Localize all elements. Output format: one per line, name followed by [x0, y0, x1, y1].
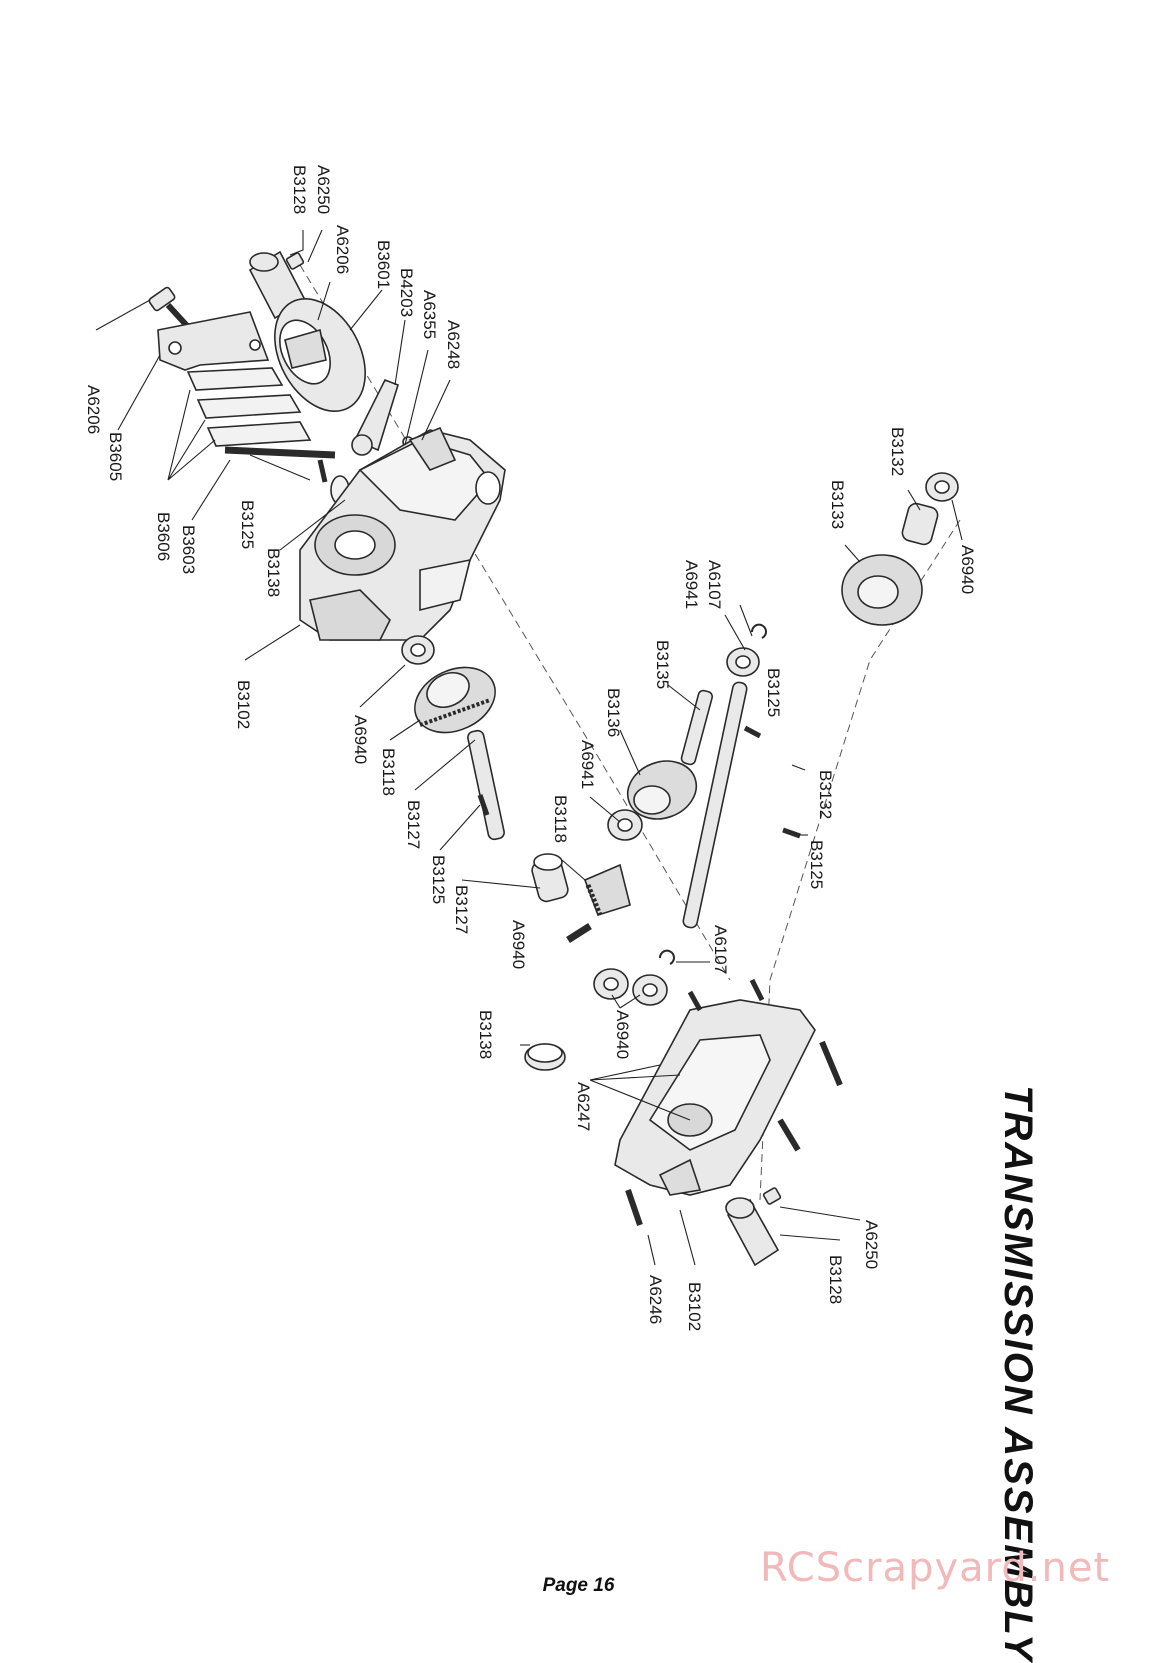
spur-bushing: [901, 502, 939, 546]
part-label: B3118: [551, 795, 570, 843]
leader-lines: [95, 229, 963, 1266]
watermark: RCScrapyard.net: [760, 1545, 1111, 1591]
slipper-plates: [186, 367, 312, 447]
bushing: [531, 853, 569, 903]
part-label: B4203: [397, 268, 416, 317]
outdrive-cup-bottom: [725, 1187, 782, 1267]
part-label: B3128: [290, 165, 309, 214]
part-label: A6355: [420, 290, 439, 339]
slipper-shaft: [224, 446, 336, 459]
part-label-group: A6250 B3128 A6206 B3601 B4203 A6355 A624…: [84, 165, 977, 1331]
part-label: A6940: [509, 920, 528, 969]
part-label: B3135: [653, 640, 672, 689]
motor-mount: [157, 311, 270, 371]
part-label: B3133: [828, 480, 847, 529]
parts-drawing: [148, 250, 961, 1267]
bearing-a6941-upper: [726, 647, 760, 677]
idler-gear: [626, 760, 698, 820]
part-label: B3127: [404, 800, 423, 849]
pinion-shaft: [467, 729, 505, 841]
main-shaft: [682, 681, 748, 929]
part-label: A6940: [958, 545, 977, 594]
part-label: B3125: [807, 840, 826, 889]
upper-transmission-case: [299, 426, 506, 641]
part-label: A6247: [574, 1082, 593, 1131]
bearing-right: [925, 472, 959, 502]
part-label: A6206: [84, 385, 103, 434]
part-label: B3125: [429, 855, 448, 904]
lower-transmission-case: [614, 999, 816, 1196]
part-label: A6107: [705, 560, 724, 609]
part-label: A6250: [314, 165, 333, 214]
part-label: A6941: [682, 560, 701, 609]
part-label: B3127: [452, 885, 471, 934]
part-label: B3118: [379, 748, 398, 796]
spur-disc: [274, 297, 366, 413]
idler-shaft: [680, 689, 714, 766]
part-label: A6206: [333, 225, 352, 274]
bearing-a6941: [607, 809, 643, 841]
part-label: B3138: [476, 1010, 495, 1059]
part-label: B3605: [106, 432, 125, 481]
part-label: A6940: [351, 715, 370, 764]
bearing-upper: [401, 635, 435, 665]
part-label: B3125: [764, 668, 783, 717]
spur-gear: [841, 554, 923, 626]
bevel-gear-small: [583, 863, 631, 916]
part-label: A6246: [646, 1275, 665, 1324]
part-label: B3102: [685, 1282, 704, 1331]
part-label: B3132: [816, 770, 835, 819]
part-label: B3138: [264, 548, 283, 597]
part-label: B3603: [179, 525, 198, 574]
part-label: B3606: [154, 512, 173, 561]
part-label: B3136: [604, 688, 623, 737]
part-label: A6107: [711, 925, 730, 974]
part-label: A6941: [578, 740, 597, 789]
part-label: B3128: [826, 1255, 845, 1304]
part-label: B3125: [238, 500, 257, 549]
bearing-lower-b: [632, 974, 668, 1006]
part-label: B3601: [374, 240, 393, 289]
part-label: B3132: [888, 427, 907, 476]
part-label: B3102: [234, 680, 253, 729]
case-cap: [524, 1043, 566, 1071]
part-label: A6940: [613, 1010, 632, 1059]
bearing-lower-a: [593, 968, 629, 1000]
part-label: A6250: [862, 1220, 881, 1269]
bevel-gear-large: [414, 666, 496, 734]
page-number: Page 16: [542, 1575, 615, 1596]
part-label: A6248: [444, 320, 463, 369]
